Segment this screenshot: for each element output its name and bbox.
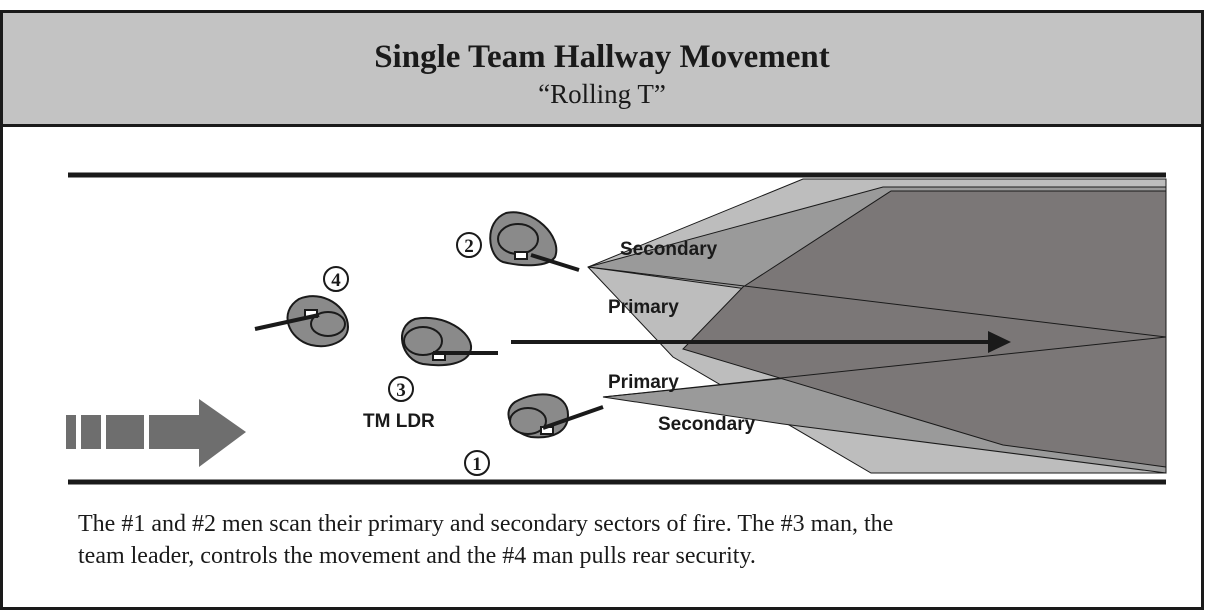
soldier-3-label: 3 <box>396 380 406 401</box>
lower-primary-label: Primary <box>608 372 679 393</box>
caption-line-1: The #1 and #2 men scan their primary and… <box>78 511 894 537</box>
figure-title: Single Team Hallway Movement <box>374 39 830 75</box>
lower-secondary-label: Secondary <box>658 414 756 435</box>
arrow-dash-2 <box>81 415 101 449</box>
sectors-of-fire <box>587 178 1167 474</box>
soldier-2 <box>489 211 580 272</box>
team-leader-label: TM LDR <box>363 411 435 432</box>
movement-direction-arrow <box>66 399 246 467</box>
soldier-3 <box>401 316 498 367</box>
figure-frame: Single Team Hallway Movement “Rolling T” <box>0 10 1204 610</box>
primary-sector-overlap <box>682 190 1167 468</box>
direction-of-travel-arrow <box>511 331 1011 353</box>
soldier-1 <box>507 393 604 439</box>
figure-header: Single Team Hallway Movement “Rolling T” <box>3 13 1201 127</box>
soldier-2-label: 2 <box>464 236 474 257</box>
figure-caption: The #1 and #2 men scan their primary and… <box>78 508 1178 572</box>
arrow-head <box>149 399 246 467</box>
figure-subtitle: “Rolling T” <box>538 79 666 109</box>
arrow-dash-3 <box>106 415 144 449</box>
soldier-1-label: 1 <box>472 454 482 475</box>
lower-primary-line <box>602 336 1167 398</box>
number-badge-2 <box>456 232 482 258</box>
number-badge-4 <box>323 266 349 292</box>
upper-primary-label: Primary <box>608 297 679 318</box>
number-badge-1 <box>464 450 490 476</box>
caption-line-2: team leader, controls the movement and t… <box>78 543 756 569</box>
upper-primary-line <box>587 266 1167 338</box>
soldier-4 <box>254 295 350 347</box>
arrow-dash-1 <box>66 415 76 449</box>
upper-secondary-label: Secondary <box>620 239 718 260</box>
soldier-4-label: 4 <box>331 270 341 291</box>
hallway-diagram: 2 4 3 TM LDR 1 Secondary <box>66 172 1167 485</box>
number-badge-3 <box>388 376 414 402</box>
